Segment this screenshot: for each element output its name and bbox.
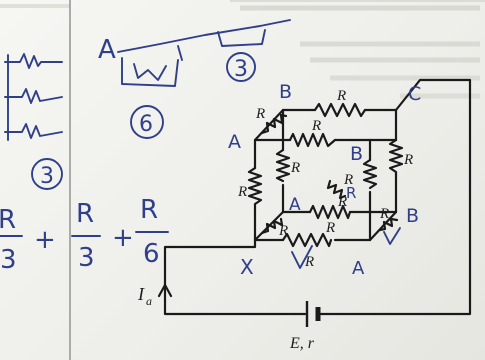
current-subscript: a bbox=[146, 294, 152, 308]
resistor-bottom-front bbox=[281, 232, 333, 248]
node-label-bottom-right: B bbox=[406, 205, 419, 227]
mark-bottom-left: X bbox=[240, 255, 254, 279]
node-label-inner-right: R bbox=[346, 184, 356, 202]
circle-left bbox=[31, 158, 63, 190]
r-label-bottom-front: R bbox=[304, 254, 314, 270]
r-label-left-diag: R bbox=[255, 106, 265, 122]
tick-mark-bottom bbox=[291, 245, 313, 269]
doodle-resistor-mid bbox=[4, 88, 63, 104]
resistor-left-outer bbox=[247, 166, 263, 214]
resistor-left-diag bbox=[260, 113, 288, 135]
tick-mark-right bbox=[383, 227, 401, 245]
r-label-bottom-right-diag: R bbox=[379, 206, 389, 222]
fraction-1-numerator: R bbox=[0, 205, 16, 235]
sketch-box-left-inner bbox=[133, 63, 167, 81]
current-arrow-icon bbox=[157, 283, 173, 298]
wire-supply-left bbox=[163, 238, 307, 316]
r-label-bottom-left-diag: R bbox=[278, 223, 288, 239]
r-label-inner-right: R bbox=[343, 172, 353, 188]
r-label-right-outer: R bbox=[403, 152, 413, 168]
r-label-center-diag: R bbox=[337, 194, 347, 210]
resistor-center-diag bbox=[326, 179, 347, 200]
r-label-top-outer: R bbox=[336, 88, 346, 104]
sketch-box-left bbox=[121, 57, 179, 87]
circle-top bbox=[226, 52, 256, 82]
resistor-top-inner bbox=[288, 132, 337, 148]
sketch-top-line bbox=[117, 19, 291, 53]
resistor-bottom-right-diag bbox=[378, 217, 399, 232]
node-label-mid-right: B bbox=[350, 143, 363, 165]
background-print bbox=[0, 0, 485, 99]
resistor-inner-right bbox=[362, 158, 378, 190]
doodle-resistor-low bbox=[4, 123, 63, 139]
node-label-left: A bbox=[228, 131, 241, 153]
resistor-inner-left bbox=[275, 148, 291, 183]
node-label-top: B bbox=[279, 81, 292, 103]
doodle-resistor-top bbox=[4, 53, 63, 69]
plus-sign-2: + bbox=[112, 223, 134, 253]
r-label-top-inner: R bbox=[311, 118, 321, 134]
source-label: E, r bbox=[289, 335, 315, 352]
top-letter-a: A bbox=[98, 35, 116, 65]
sketch-connector bbox=[177, 45, 183, 61]
fraction-1-denominator: 3 bbox=[0, 245, 17, 275]
r-label-inner-left: R bbox=[290, 160, 300, 176]
plus-sign-1: + bbox=[34, 225, 56, 255]
circle-middle bbox=[130, 105, 164, 139]
r-label-left-outer: R bbox=[237, 184, 247, 200]
wire-bottom-diag-right bbox=[368, 210, 398, 242]
mark-bottom-right: A bbox=[352, 258, 365, 279]
fraction-3-numerator: R bbox=[140, 195, 158, 225]
current-label: I bbox=[137, 284, 145, 304]
node-label-inner-left: A bbox=[289, 195, 301, 215]
sketch-box-right bbox=[217, 29, 266, 47]
fraction-2-numerator: R bbox=[76, 199, 94, 229]
fraction-2-denominator: 3 bbox=[78, 243, 95, 273]
node-label-top-right: C bbox=[408, 83, 421, 105]
circled-number-middle: 6 bbox=[139, 112, 153, 137]
r-label-inner-bottom: R bbox=[325, 220, 335, 236]
resistor-top-outer bbox=[313, 102, 367, 118]
circled-number-top: 3 bbox=[234, 57, 248, 82]
wire-top-outer-right bbox=[363, 108, 398, 142]
resistor-bottom-left-diag bbox=[260, 217, 284, 235]
circled-number-left: 3 bbox=[40, 164, 54, 189]
fraction-3-denominator: 6 bbox=[143, 239, 160, 269]
doodle-bracket bbox=[7, 54, 15, 141]
printed-circuit: R R R R R R R R R R R R I a E, r bbox=[137, 78, 472, 352]
wire-supply-right bbox=[318, 78, 472, 316]
resistor-inner-bottom bbox=[308, 204, 352, 220]
resistor-right-outer bbox=[388, 138, 404, 178]
handwritten-notes: A 3 6 3 R 3 + R 3 + R 6 B C A B A R B X … bbox=[0, 19, 421, 279]
